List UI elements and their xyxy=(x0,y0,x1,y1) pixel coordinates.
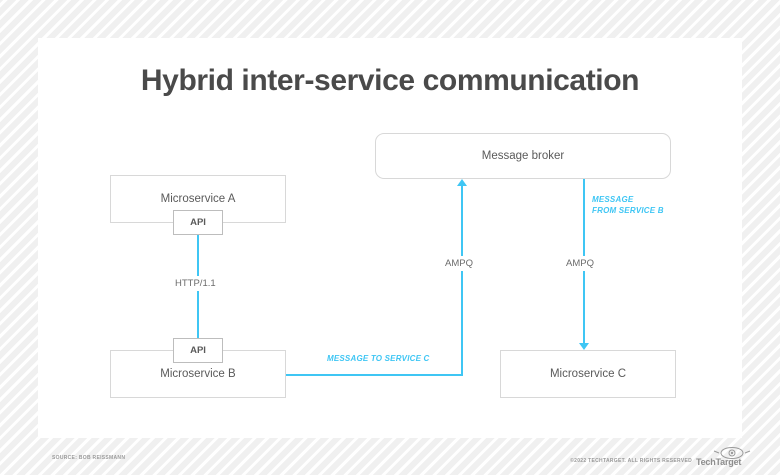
port-api-microservice-a-label: API xyxy=(190,217,206,228)
annotation-message-from-service-b-line1: MESSAGE xyxy=(592,195,634,204)
node-microservice-b-label: Microservice B xyxy=(160,368,236,380)
diagram-card: Hybrid inter-service communication Messa… xyxy=(38,38,742,438)
node-message-broker[interactable]: Message broker xyxy=(375,133,671,179)
node-microservice-a-label: Microservice A xyxy=(160,193,236,205)
annotation-message-from-service-b-line2: FROM SERVICE B xyxy=(592,205,664,215)
edge-ampq-left-label: AMPQ xyxy=(442,256,476,271)
node-message-broker-label: Message broker xyxy=(481,150,565,162)
edge-message-to-broker-vertical xyxy=(461,186,463,376)
annotation-message-from-service-b: MESSAGE FROM SERVICE B xyxy=(590,194,666,218)
techtarget-eye-icon xyxy=(713,447,751,459)
edge-message-to-broker-horizontal xyxy=(286,374,463,376)
edge-http-label: HTTP/1.1 xyxy=(172,276,219,291)
page-title: Hybrid inter-service communication xyxy=(140,64,640,97)
techtarget-logo-text: TechTarget xyxy=(696,457,742,467)
port-api-microservice-a[interactable]: API xyxy=(173,210,223,235)
port-api-microservice-b-label: API xyxy=(190,345,206,356)
edge-broker-to-c-arrowhead-icon xyxy=(579,343,589,350)
node-microservice-c-label: Microservice C xyxy=(549,368,627,380)
source-credit: SOURCE: BOB REISSMANN xyxy=(52,455,126,461)
annotation-message-to-service-c: MESSAGE TO SERVICE C xyxy=(325,353,432,366)
copyright-notice: ©2022 TECHTARGET. ALL RIGHTS RESERVED xyxy=(570,458,692,464)
edge-message-to-broker-arrowhead-icon xyxy=(457,179,467,186)
node-microservice-c[interactable]: Microservice C xyxy=(500,350,676,398)
edge-ampq-right-label: AMPQ xyxy=(563,256,597,271)
node-microservice-b[interactable]: Microservice B xyxy=(110,350,286,398)
port-api-microservice-b[interactable]: API xyxy=(173,338,223,363)
